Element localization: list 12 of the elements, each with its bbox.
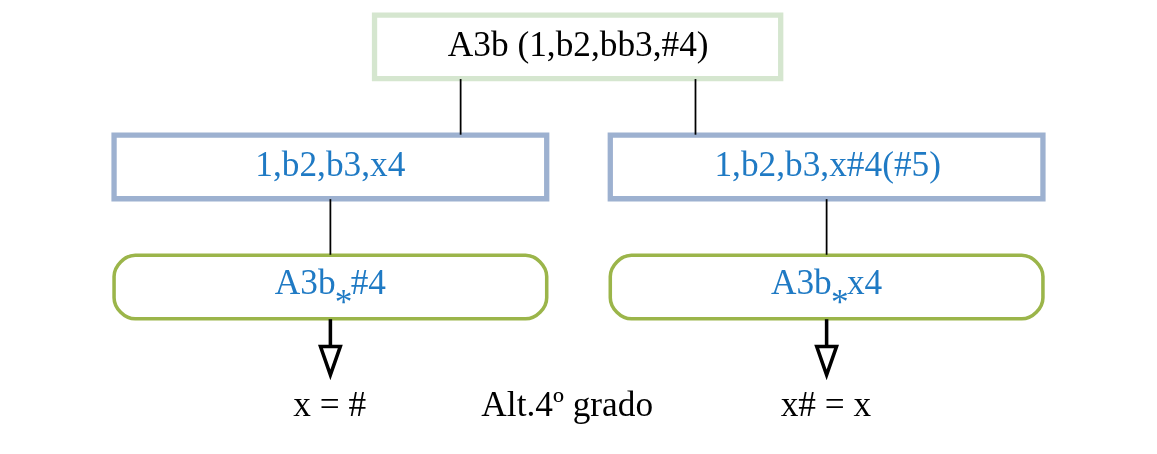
node-box: 1,b2,b3,x4 xyxy=(111,132,550,202)
connector xyxy=(329,198,332,256)
arrow xyxy=(318,319,343,381)
node-box: 1,b2,b3,x#4(#5) xyxy=(607,132,1046,202)
node-box: A3b (1,b2,bb3,#4) xyxy=(371,12,784,82)
connector xyxy=(459,78,462,136)
connector xyxy=(825,198,828,256)
arrow xyxy=(814,319,839,381)
node-text: x# = x xyxy=(780,384,872,424)
label: Alt.4º grado xyxy=(481,384,654,424)
node-text: x = # xyxy=(293,384,367,424)
connector xyxy=(694,78,697,136)
